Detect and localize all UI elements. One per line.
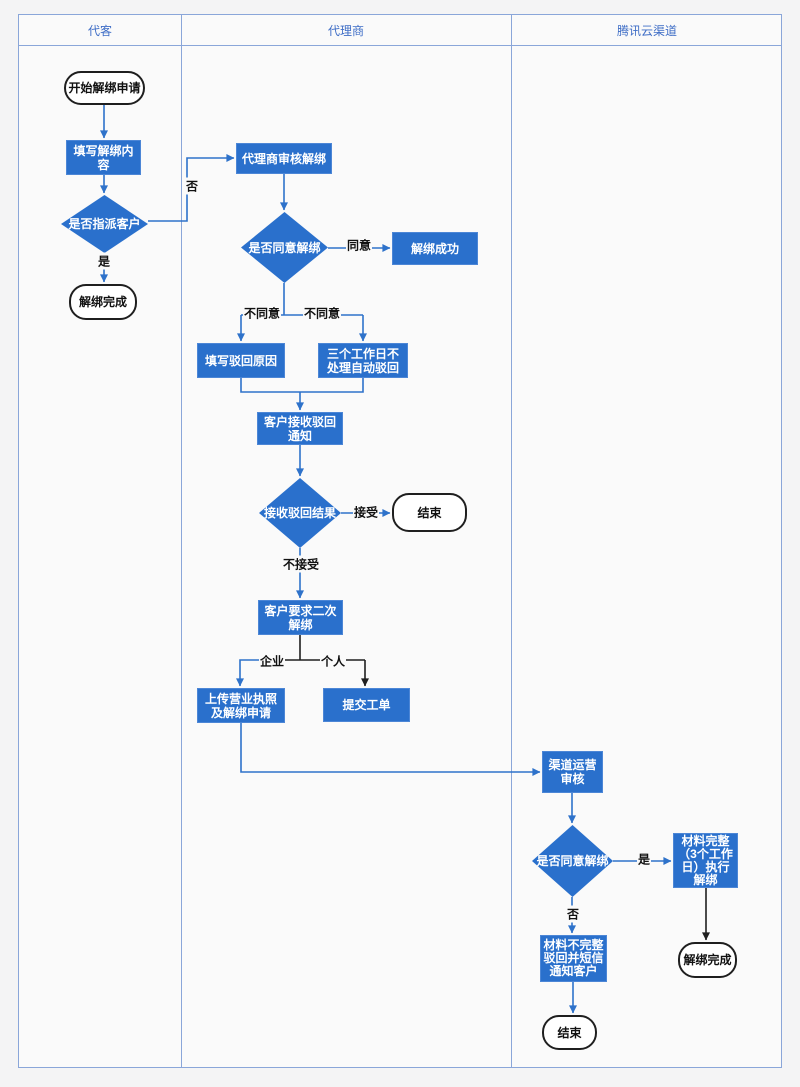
node-upload-business-license: 上传营业执照及解绑申请 <box>197 688 285 723</box>
edge-label-not-accept: 不接受 <box>281 555 321 573</box>
edge-label-personal: 个人 <box>319 652 347 670</box>
node-fill-reject-reason: 填写驳回原因 <box>197 343 285 378</box>
edge-label-accept: 接受 <box>352 503 380 521</box>
node-customer-receive-reject-notice: 客户接收驳回通知 <box>257 412 343 445</box>
edge-label-yes-2: 是 <box>636 850 652 868</box>
edge-label-enterprise: 企业 <box>258 652 286 670</box>
node-material-incomplete-reject-sms: 材料不完整驳回并短信通知客户 <box>540 935 607 982</box>
lane-header-reseller: 代理商 <box>327 24 364 38</box>
node-auto-reject-3-workdays: 三个工作日不处理自动驳回 <box>318 343 408 378</box>
edge-label-agree: 同意 <box>345 236 373 254</box>
node-unbind-success: 解绑成功 <box>392 232 478 265</box>
node-unbind-complete-2: 解绑完成 <box>678 942 737 978</box>
node-start-unbind-request: 开始解绑申请 <box>64 71 145 105</box>
lane-divider-1 <box>181 15 182 1067</box>
node-material-complete-execute-unbind: 材料完整（3个工作日）执行解绑 <box>673 833 738 888</box>
lane-header-tencent-cloud-channel: 腾讯云渠道 <box>616 24 677 38</box>
lane-divider-2 <box>511 15 512 1067</box>
swimlane-frame: 代客 代理商 腾讯云渠道 <box>18 14 782 1068</box>
edge-label-disagree-right: 不同意 <box>302 304 342 322</box>
node-agent-review-unbind: 代理商审核解绑 <box>236 143 332 174</box>
edge-label-disagree-left: 不同意 <box>242 304 282 322</box>
node-end-2: 结束 <box>542 1015 597 1050</box>
node-end-1: 结束 <box>392 493 467 532</box>
node-customer-second-unbind: 客户要求二次解绑 <box>258 600 343 635</box>
edge-label-no-2: 否 <box>565 905 581 923</box>
node-unbind-complete-1: 解绑完成 <box>69 284 137 320</box>
node-channel-ops-review: 渠道运营审核 <box>542 751 603 793</box>
node-fill-unbind-content: 填写解绑内容 <box>66 140 141 175</box>
edge-label-no-1: 否 <box>184 177 200 195</box>
edge-label-yes-1: 是 <box>96 252 112 270</box>
lane-header-agent-customer: 代客 <box>87 24 112 38</box>
node-submit-ticket: 提交工单 <box>323 688 410 722</box>
lane-header-row <box>19 15 781 46</box>
